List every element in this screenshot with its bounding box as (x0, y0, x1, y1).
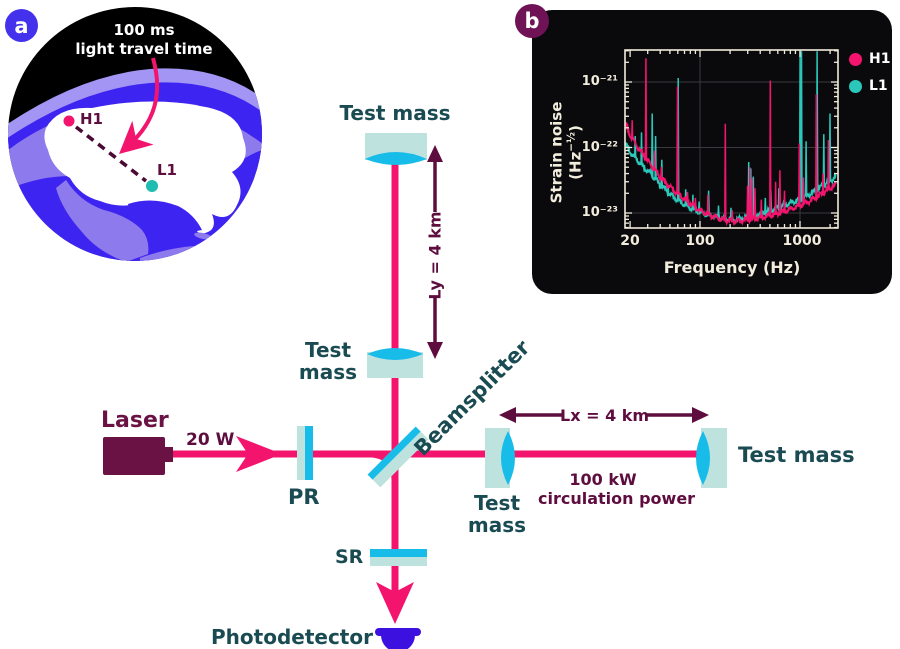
strain-noise-chart (624, 49, 839, 229)
h1-legend-dot (849, 52, 862, 66)
y-tick-1e-22: 10⁻²² (581, 140, 618, 155)
test-mass-x-end-label: Test mass (738, 443, 855, 467)
x-tick-1000: 1000 (782, 233, 822, 249)
lx-arrowhead-right (692, 407, 709, 423)
test-mass-y-far-label: Test mass (339, 101, 451, 125)
sr-mirror-coating (370, 549, 427, 557)
l1-spike (717, 205, 720, 218)
h1-spike (774, 181, 777, 216)
laser-label: Laser (101, 408, 169, 433)
circulating-power-line1: 100 kW (569, 470, 637, 489)
l1-spike (650, 113, 654, 176)
ly-arrowhead-bottom (427, 342, 443, 359)
h1-spike (760, 199, 763, 219)
h1-spike (778, 170, 782, 214)
h1-spike (644, 58, 648, 160)
h1-dot (63, 115, 75, 127)
l1-spike (822, 134, 826, 186)
chart-x-axis-label: Frequency (Hz) (663, 258, 801, 277)
l1-spike (633, 135, 637, 158)
united-states (44, 101, 246, 234)
pr-mirror-coating (305, 426, 313, 480)
cuba-island (194, 232, 212, 240)
h1-spike (748, 167, 752, 221)
photodetector-label: Photodetector (211, 625, 373, 649)
test-mass-y-near-surface (367, 348, 423, 360)
l1-legend-label: L1 (869, 78, 888, 94)
h1-spike (802, 177, 805, 206)
input-power-label: 20 W (186, 430, 235, 450)
circulating-power-line2: circulation power (538, 489, 696, 508)
h1-spike (724, 123, 727, 222)
h1-spike (706, 194, 710, 216)
test-mass-x-near-surface (501, 431, 515, 485)
l1-dot (146, 180, 158, 192)
travel-time-arrow (119, 57, 160, 154)
h1-spike (746, 185, 749, 221)
ly-arrowhead-top (427, 145, 443, 162)
photodetector-cap (375, 628, 421, 636)
test-mass-y-far-surface (365, 152, 427, 165)
x-tick-100: 100 (685, 233, 715, 249)
lx-arrowhead-left (499, 407, 516, 423)
h1-spike (660, 167, 663, 180)
l1-legend-dot (849, 79, 862, 93)
h1-spike (750, 178, 754, 221)
photodetector-dome (381, 635, 415, 649)
sr-label: SR (335, 546, 364, 568)
test-mass-y-near-label: Test mass (298, 338, 358, 385)
h1-spike (783, 190, 786, 213)
h1-spike (821, 173, 825, 195)
travel-time-line1: 100 ms (113, 21, 175, 39)
h1-legend-label: H1 (869, 51, 891, 67)
pr-label: PR (288, 485, 320, 509)
y-tick-1e-21: 10⁻²¹ (581, 74, 618, 89)
h1-curve (625, 121, 837, 227)
output-beam-arrowhead (376, 582, 414, 624)
beamsplitter-optic (367, 426, 429, 488)
h1-label: H1 (80, 110, 103, 128)
panel-a-badge: a (5, 9, 38, 42)
detector-baseline-dashed (74, 125, 148, 183)
h1-spike (630, 120, 634, 140)
lx-dimension-label: Lx = 4 km (560, 406, 650, 425)
l1-spike (828, 113, 832, 181)
legend-l1: L1 (849, 78, 888, 94)
mexico (56, 180, 149, 261)
h1-spike (815, 94, 818, 199)
test-mass-x-near-label: Test mass (467, 491, 527, 538)
ly-dimension-label: Ly = 4 km (425, 211, 445, 300)
panel-b-badge: b (515, 4, 549, 38)
l1-spike (800, 51, 803, 199)
input-beam-arrowhead (236, 436, 282, 472)
y-tick-1e-23: 10⁻²³ (581, 205, 618, 220)
h1-spike (653, 150, 656, 171)
laser-nub (165, 447, 173, 462)
hudson-bay (197, 93, 231, 111)
h1-spike (753, 188, 757, 220)
h1-spike (769, 80, 772, 217)
h1-spike (798, 143, 801, 207)
l1-spike (804, 141, 808, 197)
h1-spike (827, 139, 830, 191)
l1-label: L1 (157, 161, 177, 179)
l1-spike (764, 197, 767, 213)
travel-time-line2: light travel time (75, 40, 213, 58)
x-tick-20: 20 (620, 233, 640, 249)
strain-noise-panel: Strain noise (Hz−½) 10⁻²¹ 10⁻²² 10⁻²³ 20… (532, 10, 892, 294)
legend-h1: H1 (849, 51, 890, 67)
h1-spike (676, 86, 679, 195)
plot-frame (624, 49, 839, 229)
gulf-of-mexico (128, 200, 202, 240)
l1-spike (640, 132, 643, 165)
globe-illustration (8, 7, 262, 261)
test-mass-x-end-surface (696, 431, 710, 485)
laser-body (103, 437, 165, 475)
